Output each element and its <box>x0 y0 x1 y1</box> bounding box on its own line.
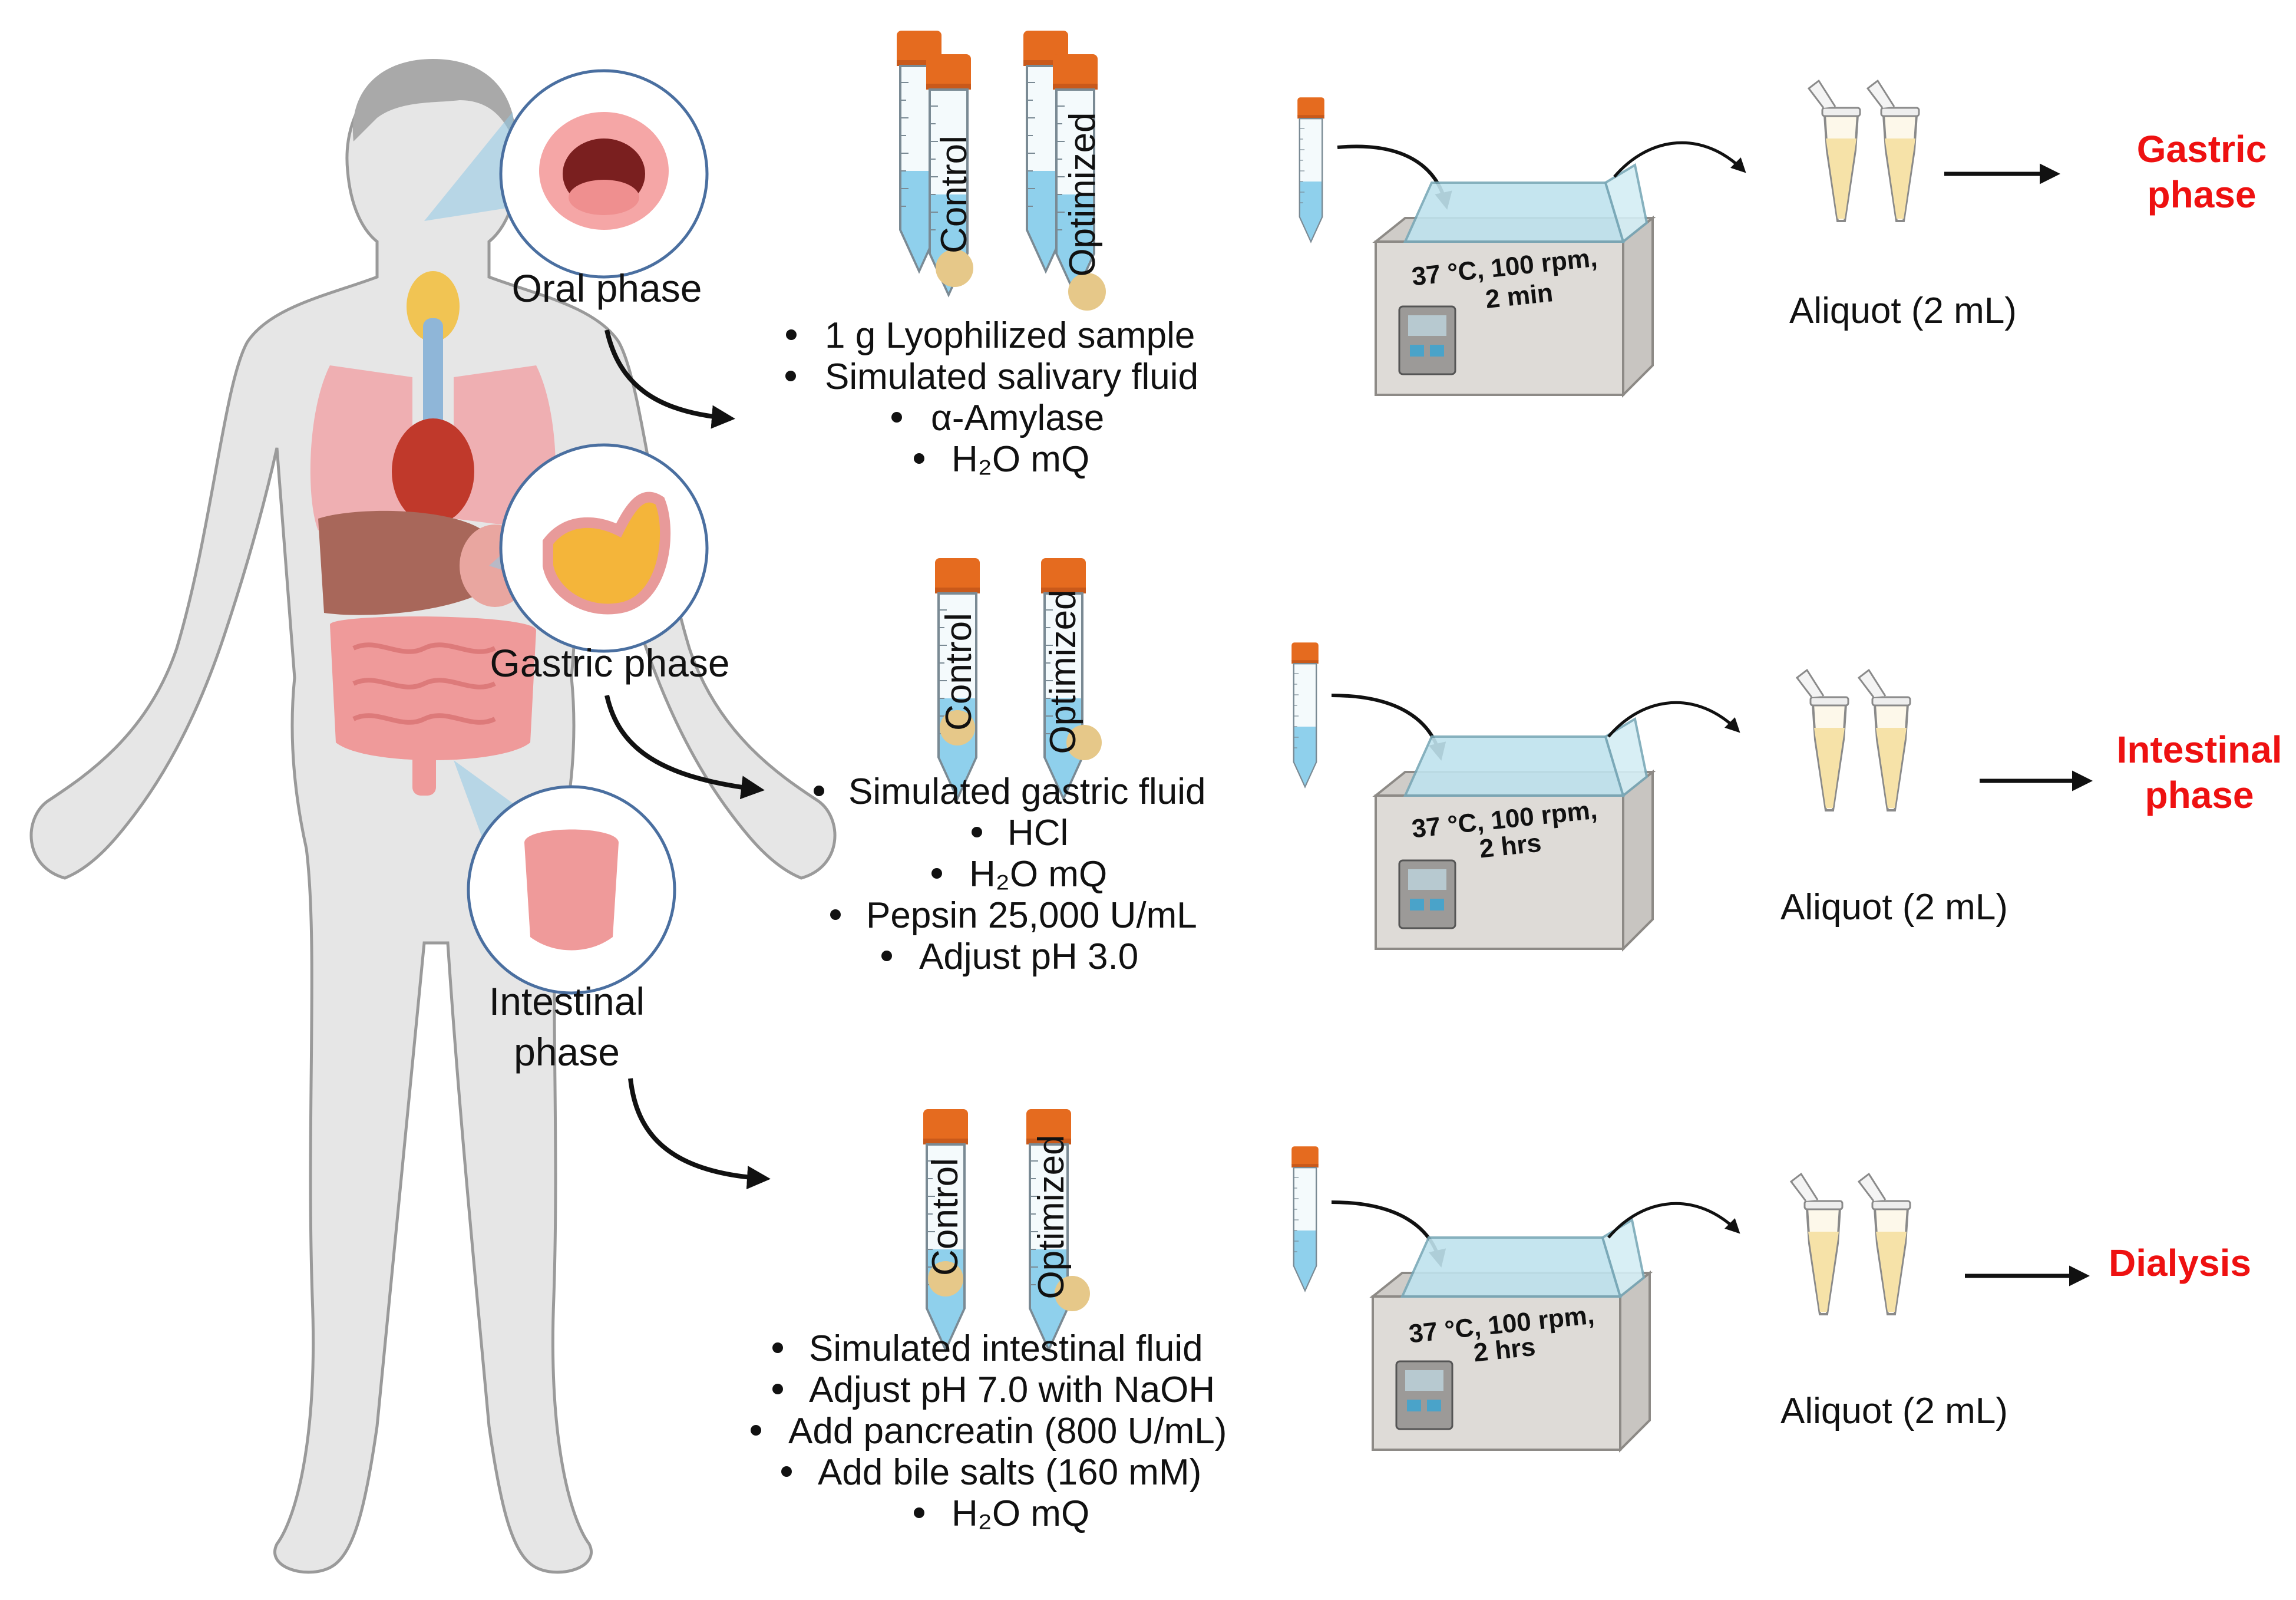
oral-callout-wedge <box>424 112 518 221</box>
row3-bullet-list: Simulated intestinal fluid Adjust pH 7.0… <box>751 1328 1227 1534</box>
row3-bullet-4: Add bile salts (160 mM) <box>818 1452 1201 1493</box>
row3-single-tube <box>1290 1145 1320 1292</box>
row2-control-tube <box>934 557 981 800</box>
row1-incubator-to-aliquot-arrow <box>1613 141 1746 178</box>
row3-optimized-label: Optimized <box>1031 1134 1072 1299</box>
row1-control-label: Control <box>934 136 974 253</box>
row1-bullet-2: Simulated salivary fluid <box>825 357 1198 397</box>
intestinal-phase-label-line1: Intestinal <box>489 979 645 1023</box>
heart <box>392 418 474 524</box>
row2-bullet-list: Simulated gastric fluid HCl H₂O mQ Pepsi… <box>814 771 1206 977</box>
row3-output-line1: Dialysis <box>2109 1242 2251 1284</box>
row2-aliquot-label: Aliquot (2 mL) <box>1780 887 2008 928</box>
row3-control-tube <box>922 1108 969 1351</box>
gastric-to-row-arrow <box>604 695 765 800</box>
intestine-icon <box>524 829 619 951</box>
row1-bullet-4: H₂O mQ <box>952 439 1089 480</box>
row1-optimized-label: Optimized <box>1062 112 1103 276</box>
liver <box>318 510 489 615</box>
row3-bullet-5: H₂O mQ <box>952 1493 1089 1534</box>
row2-condition-line2: 2 hrs <box>1478 829 1543 864</box>
row2-output-line2: phase <box>2145 774 2254 816</box>
row2-bullet-3: H₂O mQ <box>969 854 1107 895</box>
intestinal-to-row-arrow <box>628 1078 771 1190</box>
row1-bullet-3: α-Amylase <box>931 398 1104 438</box>
row2-single-tube <box>1290 641 1320 788</box>
row2-bullet-4: Pepsin 25,000 U/mL <box>866 895 1197 936</box>
row2-tube-to-incubator-arrow <box>1331 694 1446 761</box>
row3-control-label: Control <box>925 1158 966 1276</box>
oral-to-row-arrow <box>604 329 735 429</box>
row1-condition-line2: 2 min <box>1484 278 1554 314</box>
oral-phase-label: Oral phase <box>512 266 702 310</box>
row3-optimized-tube <box>1025 1108 1090 1351</box>
row2-output-line1: Intestinal <box>2117 728 2282 771</box>
row1-control-tubes <box>896 29 973 296</box>
body-silhouette <box>29 63 837 1574</box>
row2-control-label: Control <box>939 613 979 731</box>
row3-bullet-2: Adjust pH 7.0 with NaOH <box>809 1370 1215 1410</box>
row1-output-line2: phase <box>2148 173 2257 216</box>
row1-single-tube <box>1296 96 1326 243</box>
row3-condition-line2: 2 hrs <box>1472 1332 1537 1368</box>
row2-bullet-1: Simulated gastric fluid <box>848 771 1206 812</box>
row3-incubator-to-aliquot-arrow <box>1607 1202 1740 1239</box>
rectum <box>412 743 436 796</box>
row2-optimized-label: Optimized <box>1043 589 1083 754</box>
row1-optimized-tubes <box>1022 29 1106 311</box>
row2-bullet-2: HCl <box>1007 813 1068 853</box>
left-lung <box>310 365 412 530</box>
row3-aliquot-tubes <box>1790 1173 1911 1315</box>
row2-bullet-5: Adjust pH 3.0 <box>919 936 1138 977</box>
intestinal-phase-label-line2: phase <box>514 1030 620 1074</box>
hair <box>352 59 516 147</box>
thyroid <box>407 271 460 342</box>
row2-incubator-to-aliquot-arrow <box>1607 701 1740 738</box>
human-body-illustration <box>29 59 837 1574</box>
row1-bullet-list: 1 g Lyophilized sample Simulated salivar… <box>785 315 1198 480</box>
row3-aliquot-label: Aliquot (2 mL) <box>1780 1391 2008 1431</box>
row1-aliquot-label: Aliquot (2 mL) <box>1789 291 2017 331</box>
gastric-phase-label: Gastric phase <box>490 641 729 685</box>
row3-bullet-1: Simulated intestinal fluid <box>809 1328 1203 1369</box>
row2-optimized-tube <box>1040 557 1102 800</box>
intestines <box>330 616 536 760</box>
row1-bullet-1: 1 g Lyophilized sample <box>825 315 1195 356</box>
row2-aliquot-tubes <box>1796 669 1911 811</box>
stomach-icon <box>543 491 671 615</box>
row3-bullet-3: Add pancreatin (800 U/mL) <box>788 1411 1227 1451</box>
row1-aliquot-tubes <box>1808 80 1920 222</box>
row1-output-line1: Gastric <box>2137 128 2267 170</box>
